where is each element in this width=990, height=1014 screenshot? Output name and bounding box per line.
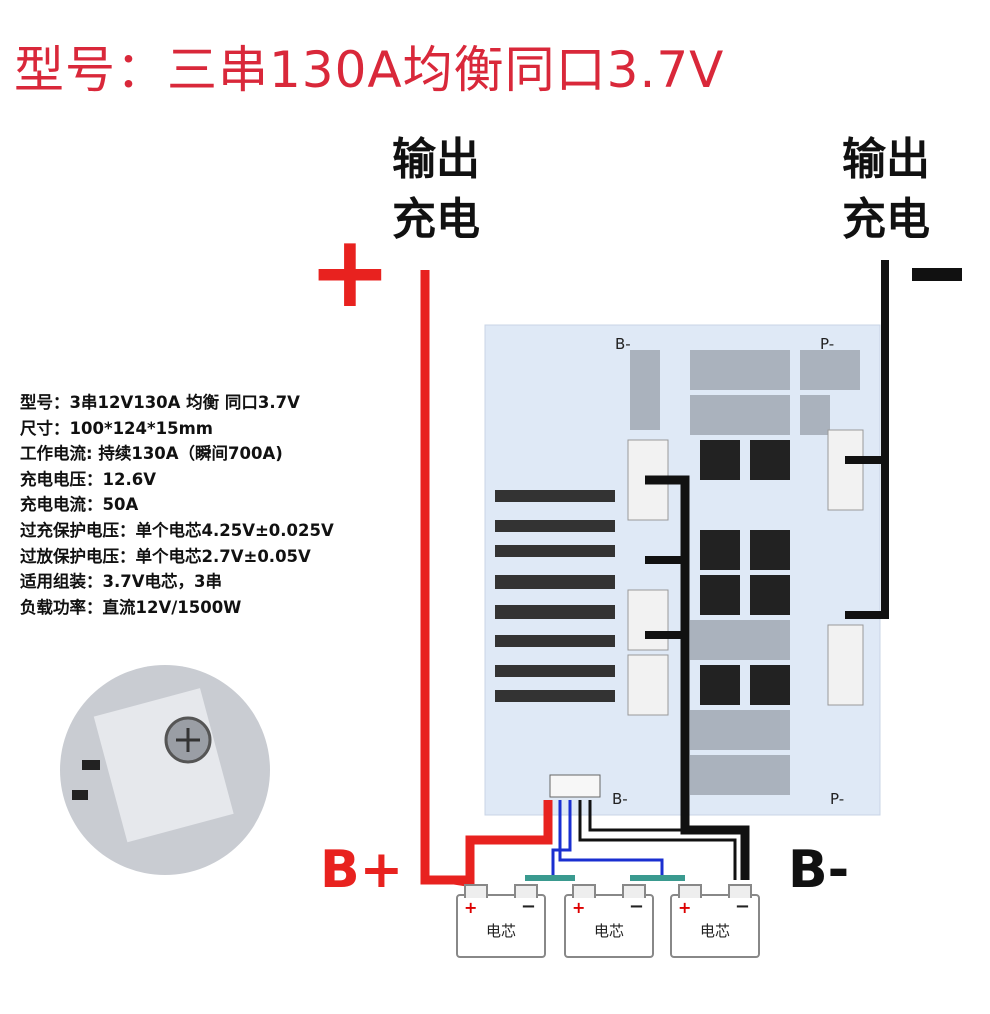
spec-item: 型号：3串12V130A 均衡 同口3.7V: [20, 393, 300, 412]
negative-terminal: [622, 884, 646, 898]
positive-terminal: [572, 884, 596, 898]
cell-label: 电芯: [485, 922, 516, 940]
output-label: 输出: [842, 134, 930, 185]
board-label-p: P-: [830, 790, 845, 808]
battery-cell: + − 电芯: [670, 884, 760, 958]
spec-item: 尺寸：100*124*15mm: [20, 418, 213, 438]
charge-label: 充电: [842, 194, 930, 245]
board-label-b: B-: [615, 335, 631, 353]
board-label-p: P-: [820, 335, 835, 353]
spec-item: 过充保护电压：单个电芯4.25V±0.025V: [20, 520, 334, 540]
board-label-b: B-: [612, 790, 628, 808]
spec-item: 负载功率：直流12V/1500W: [20, 597, 242, 617]
spec-item: 适用组装：3.7V电芯，3串: [20, 572, 222, 592]
balance-wire: [558, 800, 664, 880]
plus-icon: +: [572, 898, 586, 917]
mosfet-array: [700, 440, 790, 705]
minus-icon: −: [734, 896, 750, 917]
balance-wire: [578, 800, 737, 880]
balance-connector: [549, 774, 601, 798]
charge-label: 充电: [392, 194, 480, 245]
battery-cell: + − 电芯: [564, 884, 654, 958]
output-label: 输出: [392, 134, 480, 185]
spec-item: 充电电流：50A: [20, 495, 139, 515]
terminal-closeup-photo: [60, 665, 270, 875]
negative-sign: [912, 268, 962, 281]
negative-output-wire: [845, 260, 889, 619]
output-charge-label-left: 输出 充电: [392, 130, 480, 250]
balance-wire: [588, 800, 720, 832]
plus-icon: +: [678, 898, 692, 917]
negative-terminal: [728, 884, 752, 898]
output-charge-label-right: 输出 充电: [842, 130, 930, 250]
balance-wire: [551, 800, 572, 880]
battery-cell: + − 电芯: [456, 884, 546, 958]
positive-terminal: [678, 884, 702, 898]
negative-terminal: [514, 884, 538, 898]
b-plus-label: B+: [320, 840, 404, 900]
plus-icon: +: [464, 898, 478, 917]
page-title: 型号：三串130A均衡同口3.7V: [14, 41, 725, 99]
positive-wire: [420, 270, 553, 885]
minus-icon: −: [628, 896, 644, 917]
cell-label: 电芯: [593, 922, 624, 940]
spec-item: 充电电压：12.6V: [20, 469, 156, 489]
resistor-array: [495, 490, 615, 702]
positive-wire: [424, 876, 471, 887]
positive-sign: +: [308, 213, 392, 330]
spec-item: 过放保护电压：单个电芯2.7V±0.05V: [20, 546, 311, 566]
positive-terminal: [464, 884, 488, 898]
spec-list: 型号：3串12V130A 均衡 同口3.7V 尺寸：100*124*15mm 工…: [20, 390, 334, 620]
terminal-lugs: [627, 429, 864, 716]
spec-item: 工作电流: 持续130A（瞬间700A): [20, 444, 283, 464]
cell-label: 电芯: [699, 922, 730, 940]
b-minus-label: B-: [788, 840, 850, 900]
minus-icon: −: [520, 896, 536, 917]
